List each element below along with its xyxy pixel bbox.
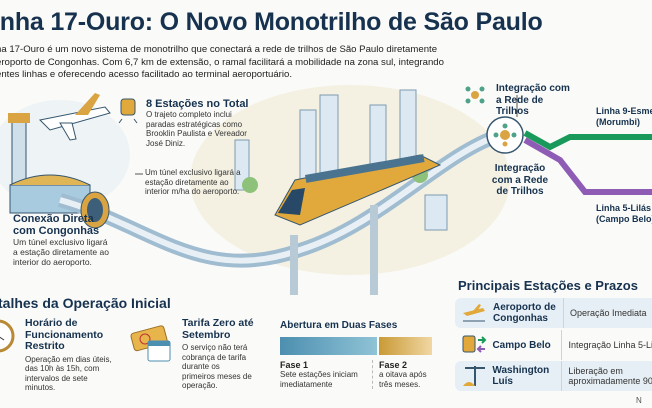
intro-line: entes linhas e oferecendo acesso facilit… bbox=[0, 69, 292, 80]
station-name: Campo Belo bbox=[492, 339, 551, 351]
phases-title: Abertura em Duas Fases bbox=[280, 320, 398, 331]
crane-icon bbox=[455, 361, 492, 391]
airplane-icon bbox=[38, 93, 111, 141]
integration-label-top: Integração com a Rede de Trilhos bbox=[496, 83, 570, 117]
phase-1-label: Fase 1 bbox=[280, 360, 309, 370]
integration-node-label: Integração com a Rede de Trilhos bbox=[491, 163, 549, 197]
line-sub: (Campo Belo) bbox=[596, 213, 652, 224]
ticket-calendar-icon bbox=[130, 325, 171, 362]
operation-heading: talhes da Operação Inicial bbox=[0, 295, 171, 311]
stations-callout-title: 8 Estações no Total bbox=[146, 98, 249, 110]
connection-text: Um túnel exclusivo ligará a estação dire… bbox=[13, 237, 109, 267]
phase-1-text: Sete estações iniciam imediatamente bbox=[280, 370, 358, 389]
stations-table-heading: Principais Estações e Prazos bbox=[458, 278, 638, 293]
monorail-illustration bbox=[0, 85, 652, 295]
airport-terminal-icon bbox=[8, 113, 91, 214]
phase-1: Fase 1 Sete estações iniciam imediatamen… bbox=[280, 360, 370, 389]
rail-lines bbox=[523, 130, 652, 195]
intro-paragraph: ha 17-Ouro é um novo sistema de monotril… bbox=[0, 44, 444, 82]
station-name: Aeroporto de Congonhas bbox=[493, 302, 556, 324]
page-title: inha 17-Ouro: O Novo Monotrilho de São P… bbox=[0, 8, 543, 36]
connection-callout: Conexão Direta com Congonhas Um túnel ex… bbox=[13, 213, 113, 267]
phases-bar bbox=[280, 337, 432, 355]
stations-callout-text: O trajeto completo inclui paradas estrat… bbox=[146, 110, 247, 148]
line-5-label: Linha 5-Lilás(Campo Belo) bbox=[596, 203, 652, 224]
integration-node-icon bbox=[486, 116, 524, 154]
phase-2: Fase 2 a oitava após três meses. bbox=[372, 360, 432, 390]
network-icon bbox=[465, 86, 485, 104]
phase-2-text: a oitava após três meses. bbox=[379, 370, 427, 389]
fare-text: O serviço não terá cobrança de tarifa du… bbox=[182, 343, 252, 391]
station-name: Washington Luís bbox=[492, 365, 550, 387]
line-name: Linha 9-Esmer bbox=[596, 106, 652, 116]
tunnel-note: Um túnel exclusivo ligará a estação dire… bbox=[145, 168, 241, 197]
stations-callout: 8 Estações no Total O trajeto completo i… bbox=[146, 98, 256, 148]
airplane-icon bbox=[455, 298, 493, 328]
phase-1-bar bbox=[280, 337, 378, 355]
table-row: Washington Luís Liberação em aproximadam… bbox=[455, 361, 652, 391]
table-row: Aeroporto de Congonhas Operação Imediata bbox=[455, 298, 652, 328]
table-row: Campo Belo Integração Linha 5-Lil bbox=[455, 330, 652, 360]
connection-title: Conexão Direta com Congonhas bbox=[13, 213, 100, 237]
phase-2-bar bbox=[379, 337, 432, 355]
clock-icon bbox=[0, 319, 15, 353]
fare-block: Tarifa Zero até Setembro O serviço não t… bbox=[182, 317, 254, 391]
line-name: Linha 5-Lilás bbox=[596, 203, 652, 213]
line-sub: (Morumbi) bbox=[596, 116, 640, 127]
phase-2-label: Fase 2 bbox=[379, 360, 408, 370]
train-transfer-icon bbox=[455, 330, 492, 360]
intro-line: ha 17-Ouro é um novo sistema de monotril… bbox=[0, 44, 438, 55]
tunnel-track bbox=[58, 128, 503, 268]
hours-title: Horário de Funcionamento Restrito bbox=[25, 317, 104, 352]
city-buildings bbox=[234, 89, 448, 231]
intro-line: eroporto de Congonhas. Com 6,7 km de ext… bbox=[0, 56, 444, 68]
hours-block: Horário de Funcionamento Restrito Operaç… bbox=[25, 317, 120, 393]
station-status: Liberação em aproximadamente 90 bbox=[561, 361, 652, 391]
line-9-label: Linha 9-Esmer(Morumbi) bbox=[596, 106, 652, 127]
monorail-train-icon bbox=[274, 154, 442, 226]
watermark: N bbox=[636, 396, 642, 405]
hours-text: Operação em dias úteis, das 10h às 15h, … bbox=[25, 354, 112, 393]
station-status: Operação Imediata bbox=[563, 298, 647, 328]
station-status: Integração Linha 5-Lil bbox=[561, 330, 652, 360]
fare-title: Tarifa Zero até Setembro bbox=[182, 317, 254, 341]
train-icon bbox=[118, 98, 138, 124]
